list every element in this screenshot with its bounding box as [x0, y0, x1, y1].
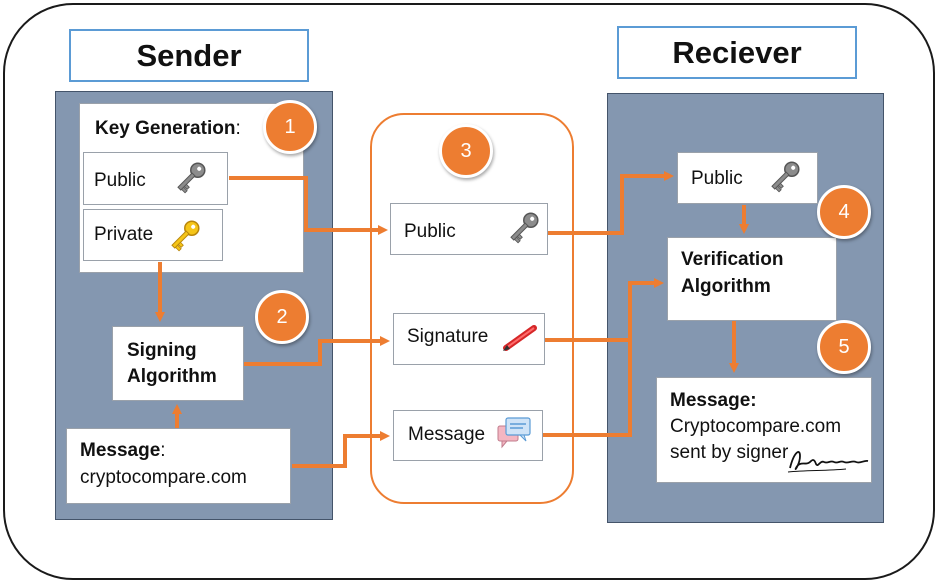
sender-private-key-box: [83, 209, 223, 261]
receiver-title: Reciever: [617, 26, 857, 79]
sender-public-label: Public: [94, 170, 146, 191]
sender-message-value: cryptocompare.com: [80, 467, 247, 488]
arrow-channel-public-to-receiver: [548, 171, 674, 235]
key-generation-label: Key Generation:: [95, 118, 241, 140]
signing-algorithm-line1: Signing: [127, 340, 197, 361]
verification-algorithm-line1: Verification: [681, 249, 784, 270]
receiver-title-text: Reciever: [672, 34, 802, 70]
receiver-message-line1: Cryptocompare.com: [670, 416, 842, 437]
sender-title: Sender: [69, 29, 309, 82]
chat-bubbles-icon: [497, 417, 531, 449]
sender-message-label-text: Message: [80, 440, 161, 461]
sender-private-label: Private: [94, 224, 154, 245]
step-badge-3: 3: [439, 124, 493, 178]
key-generation-colon: :: [235, 118, 241, 139]
signature-scribble-icon: [787, 451, 869, 473]
arrow-signing-to-signature: [244, 336, 390, 366]
grey-key-icon: [771, 161, 800, 193]
step-badge-4: 4: [817, 185, 871, 239]
verification-algorithm-box: [667, 237, 837, 321]
pen-icon: [503, 325, 537, 351]
signing-algorithm-line2: Algorithm: [127, 366, 217, 387]
gold-key-icon: [171, 220, 200, 252]
sender-message-label: Message:: [80, 440, 166, 462]
sender-message-colon: :: [160, 440, 166, 461]
channel-message-label: Message: [408, 424, 486, 445]
sender-title-text: Sender: [136, 37, 242, 73]
receiver-message-box: [656, 377, 872, 483]
grey-key-icon: [177, 162, 206, 194]
diagram-frame: [3, 3, 935, 580]
arrow-sender-public-to-channel: [229, 176, 388, 235]
channel-signature-label: Signature: [407, 326, 489, 347]
receiver-public-label: Public: [691, 168, 743, 189]
step-badge-2: 2: [255, 290, 309, 344]
sender-message-box: [66, 428, 291, 504]
sender-public-key-box: [83, 152, 228, 205]
receiver-public-key-box: [677, 152, 818, 204]
receiver-message-label: Message:: [670, 390, 757, 411]
signing-algorithm-box: [112, 326, 244, 401]
receiver-message-line2: sent by signer: [670, 442, 789, 463]
verification-algorithm-line2: Algorithm: [681, 276, 771, 297]
arrow-channel-message-to-verification: [543, 283, 632, 437]
grey-key-icon: [510, 212, 539, 244]
step-badge-1: 1: [263, 100, 317, 154]
arrow-signature-to-verification: [545, 278, 664, 342]
key-generation-text: Key Generation: [95, 118, 236, 139]
arrow-message-to-channel: [292, 431, 390, 468]
step-badge-5: 5: [817, 320, 871, 374]
channel-public-label: Public: [404, 221, 456, 242]
